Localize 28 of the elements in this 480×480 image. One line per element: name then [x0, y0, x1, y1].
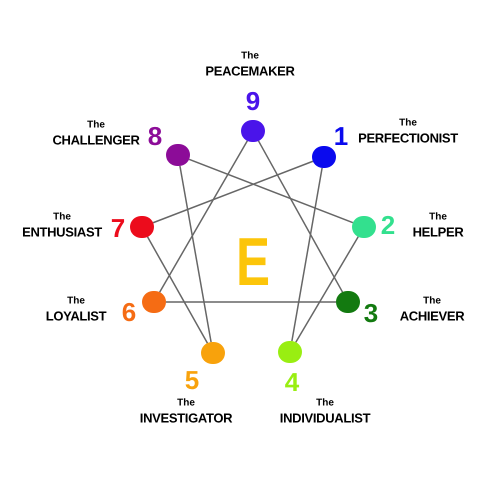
point-number: 8	[148, 123, 162, 149]
point-number: 4	[284, 369, 300, 395]
type-name: The HELPER	[412, 212, 464, 240]
type-name: The INDIVIDUALIST	[280, 398, 370, 426]
point-number: 9	[246, 88, 260, 114]
connector-line	[152, 160, 314, 224]
connector-line	[146, 236, 208, 344]
connector-line	[179, 166, 212, 342]
point-number: 6	[122, 299, 136, 325]
connector-line	[188, 158, 354, 224]
point-number: 3	[364, 300, 378, 326]
type-name: The INVESTIGATOR	[140, 398, 232, 426]
connector-line	[166, 301, 336, 303]
connector-line	[258, 140, 344, 293]
type-name: The ENTHUSIAST	[22, 212, 102, 240]
point-number: 7	[110, 215, 126, 241]
type-name: The PEACEMAKER	[205, 50, 295, 80]
center-letter: E	[236, 228, 270, 296]
type-name: The PERFECTIONIST	[358, 118, 458, 146]
connector-line	[295, 236, 359, 343]
point-number: 1	[334, 123, 348, 149]
type-name: The CHALLENGER	[52, 120, 140, 148]
type-name: The ACHIEVER	[400, 296, 464, 324]
point-number: 5	[184, 367, 200, 393]
connector-line	[291, 168, 323, 342]
connector-line	[158, 140, 248, 293]
type-name: The LOYALIST	[46, 296, 106, 324]
point-number: 2	[380, 212, 396, 238]
